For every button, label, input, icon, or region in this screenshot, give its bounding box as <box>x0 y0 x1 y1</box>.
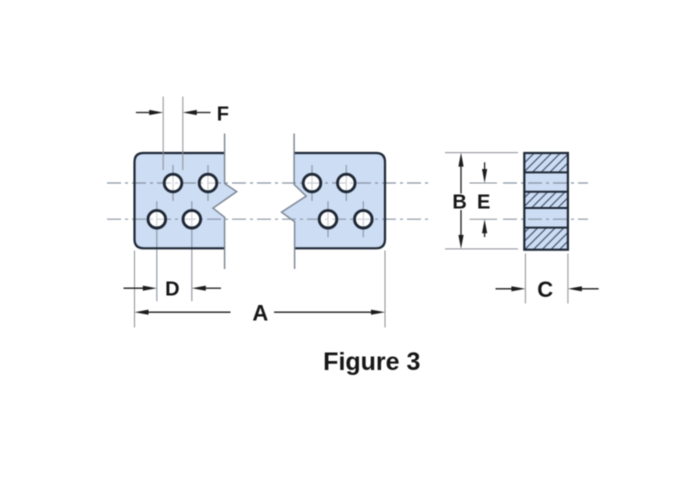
svg-text:E: E <box>477 192 490 214</box>
svg-text:F: F <box>217 104 229 126</box>
svg-text:Figure 3: Figure 3 <box>323 348 420 376</box>
svg-text:C: C <box>537 277 553 302</box>
svg-text:D: D <box>165 279 179 301</box>
svg-text:B: B <box>452 192 466 214</box>
svg-text:A: A <box>252 301 268 326</box>
